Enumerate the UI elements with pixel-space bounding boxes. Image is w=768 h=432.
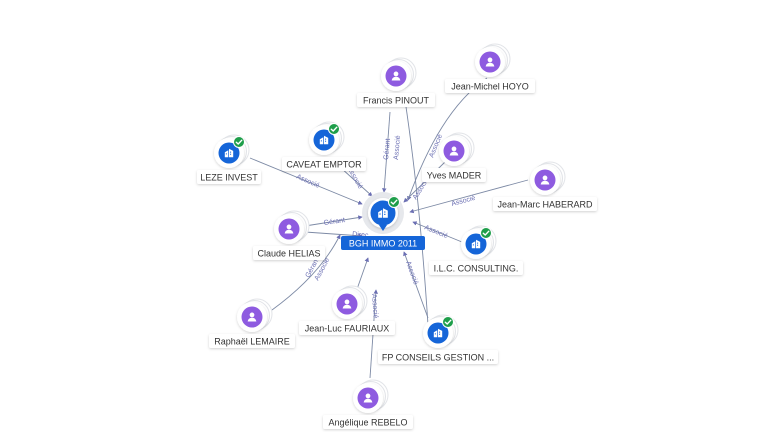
verified-check-icon	[442, 316, 454, 328]
edge-leze	[249, 157, 363, 205]
node-ilc[interactable]: I.L.C. CONSULTING.	[429, 225, 523, 275]
edge-label-claude-direc: Direc	[352, 231, 369, 239]
edge-label-jeanluc: Associé	[370, 294, 379, 319]
verified-check-icon	[480, 227, 492, 239]
node-jeanluc[interactable]: Jean-Luc FAURIAUX	[299, 285, 395, 335]
node-label-caveat: CAVEAT EMPTOR	[286, 160, 362, 170]
edge-francis-associe	[404, 99, 429, 326]
verified-check-icon	[328, 123, 340, 135]
node-label-raphael: Raphaël LEMAIRE	[214, 337, 290, 347]
edge-label-francis-gerant: Gérant	[383, 138, 392, 160]
edge-jeanluc	[355, 257, 369, 293]
node-claude[interactable]: Claude HELIAS	[253, 210, 325, 260]
node-label-jeanmichel: Jean-Michel HOYO	[451, 82, 529, 92]
node-leze[interactable]: LEZE INVEST	[197, 134, 261, 184]
edge-raphael	[271, 234, 341, 311]
node-label-jeanluc: Jean-Luc FAURIAUX	[305, 324, 390, 334]
edge-claude	[304, 215, 363, 227]
center-node[interactable]: BGH IMMO 2011	[341, 192, 425, 250]
node-fpconseils[interactable]: FP CONSEILS GESTION ...	[378, 314, 498, 364]
edge-label-claude-gerant: Gérant	[323, 217, 345, 227]
node-label-fpconseils: FP CONSEILS GESTION ...	[382, 353, 494, 363]
node-label-jeanmarc: Jean-Marc HABERARD	[497, 200, 593, 210]
verified-check-icon	[233, 136, 245, 148]
node-label-claude: Claude HELIAS	[257, 249, 320, 259]
node-jeanmarc[interactable]: Jean-Marc HABERARD	[493, 161, 597, 211]
edge-jeanmarc	[409, 179, 529, 214]
node-label-yves: Yves MADER	[427, 171, 482, 181]
node-angelique[interactable]: Angélique REBELO	[323, 379, 413, 429]
verified-check-icon	[388, 196, 400, 208]
edge-fp	[403, 251, 429, 319]
node-caveat[interactable]: CAVEAT EMPTOR	[282, 121, 366, 171]
edge-francis-gerant	[382, 111, 391, 193]
node-raphael[interactable]: Raphaël LEMAIRE	[209, 298, 295, 348]
node-francis[interactable]: Francis PINOUT	[357, 57, 435, 107]
edge-claude-direc	[304, 231, 363, 238]
node-yves[interactable]: Yves MADER	[422, 132, 486, 182]
center-node-label: BGH IMMO 2011	[349, 239, 417, 249]
edge-label-jeanmarc: Associé	[451, 195, 477, 208]
edge-label-francis-associe: Associé	[393, 135, 402, 160]
edge-label-fp: Associé	[404, 260, 419, 286]
node-label-ilc: I.L.C. CONSULTING.	[434, 264, 519, 274]
nodes: Francis PINOUT Jean-Michel HOYO CAVEAT EMP…	[197, 43, 597, 429]
edge-label-leze: Associé	[295, 173, 320, 189]
node-label-leze: LEZE INVEST	[200, 173, 258, 183]
node-label-angelique: Angélique REBELO	[328, 418, 407, 428]
edge-ilc	[412, 221, 463, 243]
node-label-francis: Francis PINOUT	[363, 96, 430, 106]
node-jeanmichel[interactable]: Jean-Michel HOYO	[445, 43, 535, 93]
edge-label-ilc: Associé	[423, 224, 448, 240]
